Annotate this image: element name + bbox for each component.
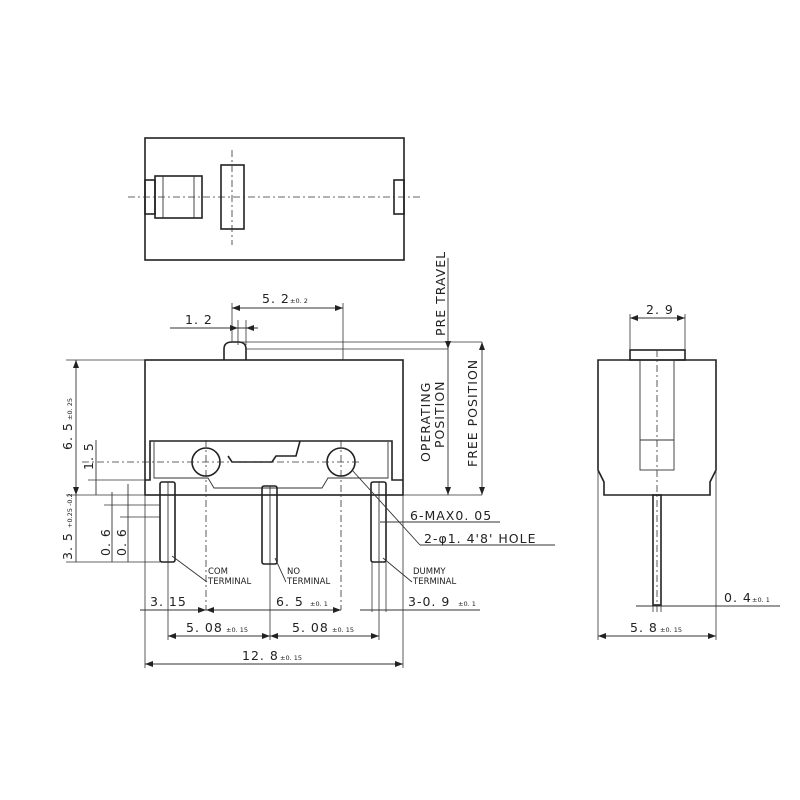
com-label-2: TERMINAL bbox=[207, 577, 251, 587]
dummy-label: DUMMY bbox=[413, 567, 446, 577]
dim-3-0-9-label: 3-0. 9 bbox=[408, 594, 450, 609]
dim-0-4-label: 0. 4 bbox=[724, 590, 752, 605]
bottom-dims: 3. 15 6. 5 ±0. 1 3-0. 9 ±0. 1 5. 08 ±0. … bbox=[140, 495, 480, 668]
dim-2-9-label: 2. 9 bbox=[646, 302, 674, 317]
svg-text:+0.25 -0.2: +0.25 -0.2 bbox=[66, 493, 74, 528]
com-terminal bbox=[159, 481, 176, 563]
front-view-body bbox=[144, 359, 404, 496]
dim-0-6a-label: 0. 6 bbox=[98, 528, 113, 556]
dim-6-5-side-label: 6. 5 bbox=[60, 422, 75, 450]
dim-5-8-label: 5. 8 bbox=[630, 620, 658, 635]
dim-12-8-label: 12. 8 bbox=[242, 648, 279, 663]
svg-text:±0. 15: ±0. 15 bbox=[280, 654, 302, 662]
side-view-terminal bbox=[652, 494, 662, 606]
operating-position-label-2: POSITION bbox=[432, 380, 447, 448]
hole-label: 2-φ1. 4'8' HOLE bbox=[424, 531, 536, 546]
svg-text:±0. 15: ±0. 15 bbox=[660, 626, 682, 634]
top-view bbox=[128, 137, 420, 261]
side-view-body bbox=[597, 359, 717, 496]
svg-text:±0. 15: ±0. 15 bbox=[226, 626, 248, 634]
pre-travel-label: PRE TRAVEL bbox=[433, 251, 448, 336]
dim-5-2-label: 5. 2 bbox=[262, 291, 290, 306]
front-view bbox=[82, 341, 482, 610]
right-leaders: 6-MAX0. 05 2-φ1. 4'8' HOLE bbox=[351, 469, 555, 546]
left-dims: 6. 5 ±0. 25 1. 5 3. 5 +0.25 -0.2 0. 6 0.… bbox=[60, 359, 160, 563]
side-view: 2. 9 0. 4 ±0. 1 5. 8 ±0. 15 bbox=[597, 302, 780, 640]
free-position-label: FREE POSITION bbox=[465, 359, 480, 467]
arrowheads bbox=[73, 305, 716, 667]
dim-5-08a-label: 5. 08 bbox=[186, 620, 223, 635]
dim-1-2-label: 1. 2 bbox=[185, 312, 213, 327]
top-view-body bbox=[144, 137, 405, 261]
dim-3-15-label: 3. 15 bbox=[150, 594, 187, 609]
svg-text:±0. 15: ±0. 15 bbox=[332, 626, 354, 634]
dim-5-2: 5. 2 ±0. 2 bbox=[231, 291, 344, 360]
dim-6-max-label: 6-MAX0. 05 bbox=[410, 508, 492, 523]
dim-0-6b-label: 0. 6 bbox=[114, 528, 129, 556]
dim-1-5-label: 1. 5 bbox=[81, 442, 96, 470]
actuator-button bbox=[223, 341, 247, 360]
operating-position-label: OPERATING bbox=[418, 382, 433, 462]
svg-text:±0. 1: ±0. 1 bbox=[458, 600, 476, 608]
com-label: COM bbox=[208, 567, 228, 577]
side-view-actuator bbox=[629, 349, 686, 361]
svg-text:±0. 1: ±0. 1 bbox=[752, 596, 770, 604]
dim-5-08b-label: 5. 08 bbox=[292, 620, 329, 635]
no-terminal bbox=[261, 485, 278, 565]
terminal-labels: COM TERMINAL NO TERMINAL DUMMY TERMINAL bbox=[171, 555, 456, 587]
no-label: NO bbox=[287, 567, 300, 577]
dim-6-5-bottom-label: 6. 5 bbox=[276, 594, 304, 609]
dummy-label-2: TERMINAL bbox=[412, 577, 456, 587]
dim-3-5-label: 3. 5 bbox=[60, 532, 75, 560]
position-dims: PRE TRAVEL OPERATING POSITION FREE POSIT… bbox=[418, 251, 483, 495]
dim-1-2: 1. 2 bbox=[170, 312, 258, 345]
no-label-2: TERMINAL bbox=[286, 577, 330, 587]
svg-text:±0. 2: ±0. 2 bbox=[290, 297, 308, 305]
svg-text:±0. 1: ±0. 1 bbox=[310, 600, 328, 608]
svg-text:±0. 25: ±0. 25 bbox=[66, 398, 74, 420]
